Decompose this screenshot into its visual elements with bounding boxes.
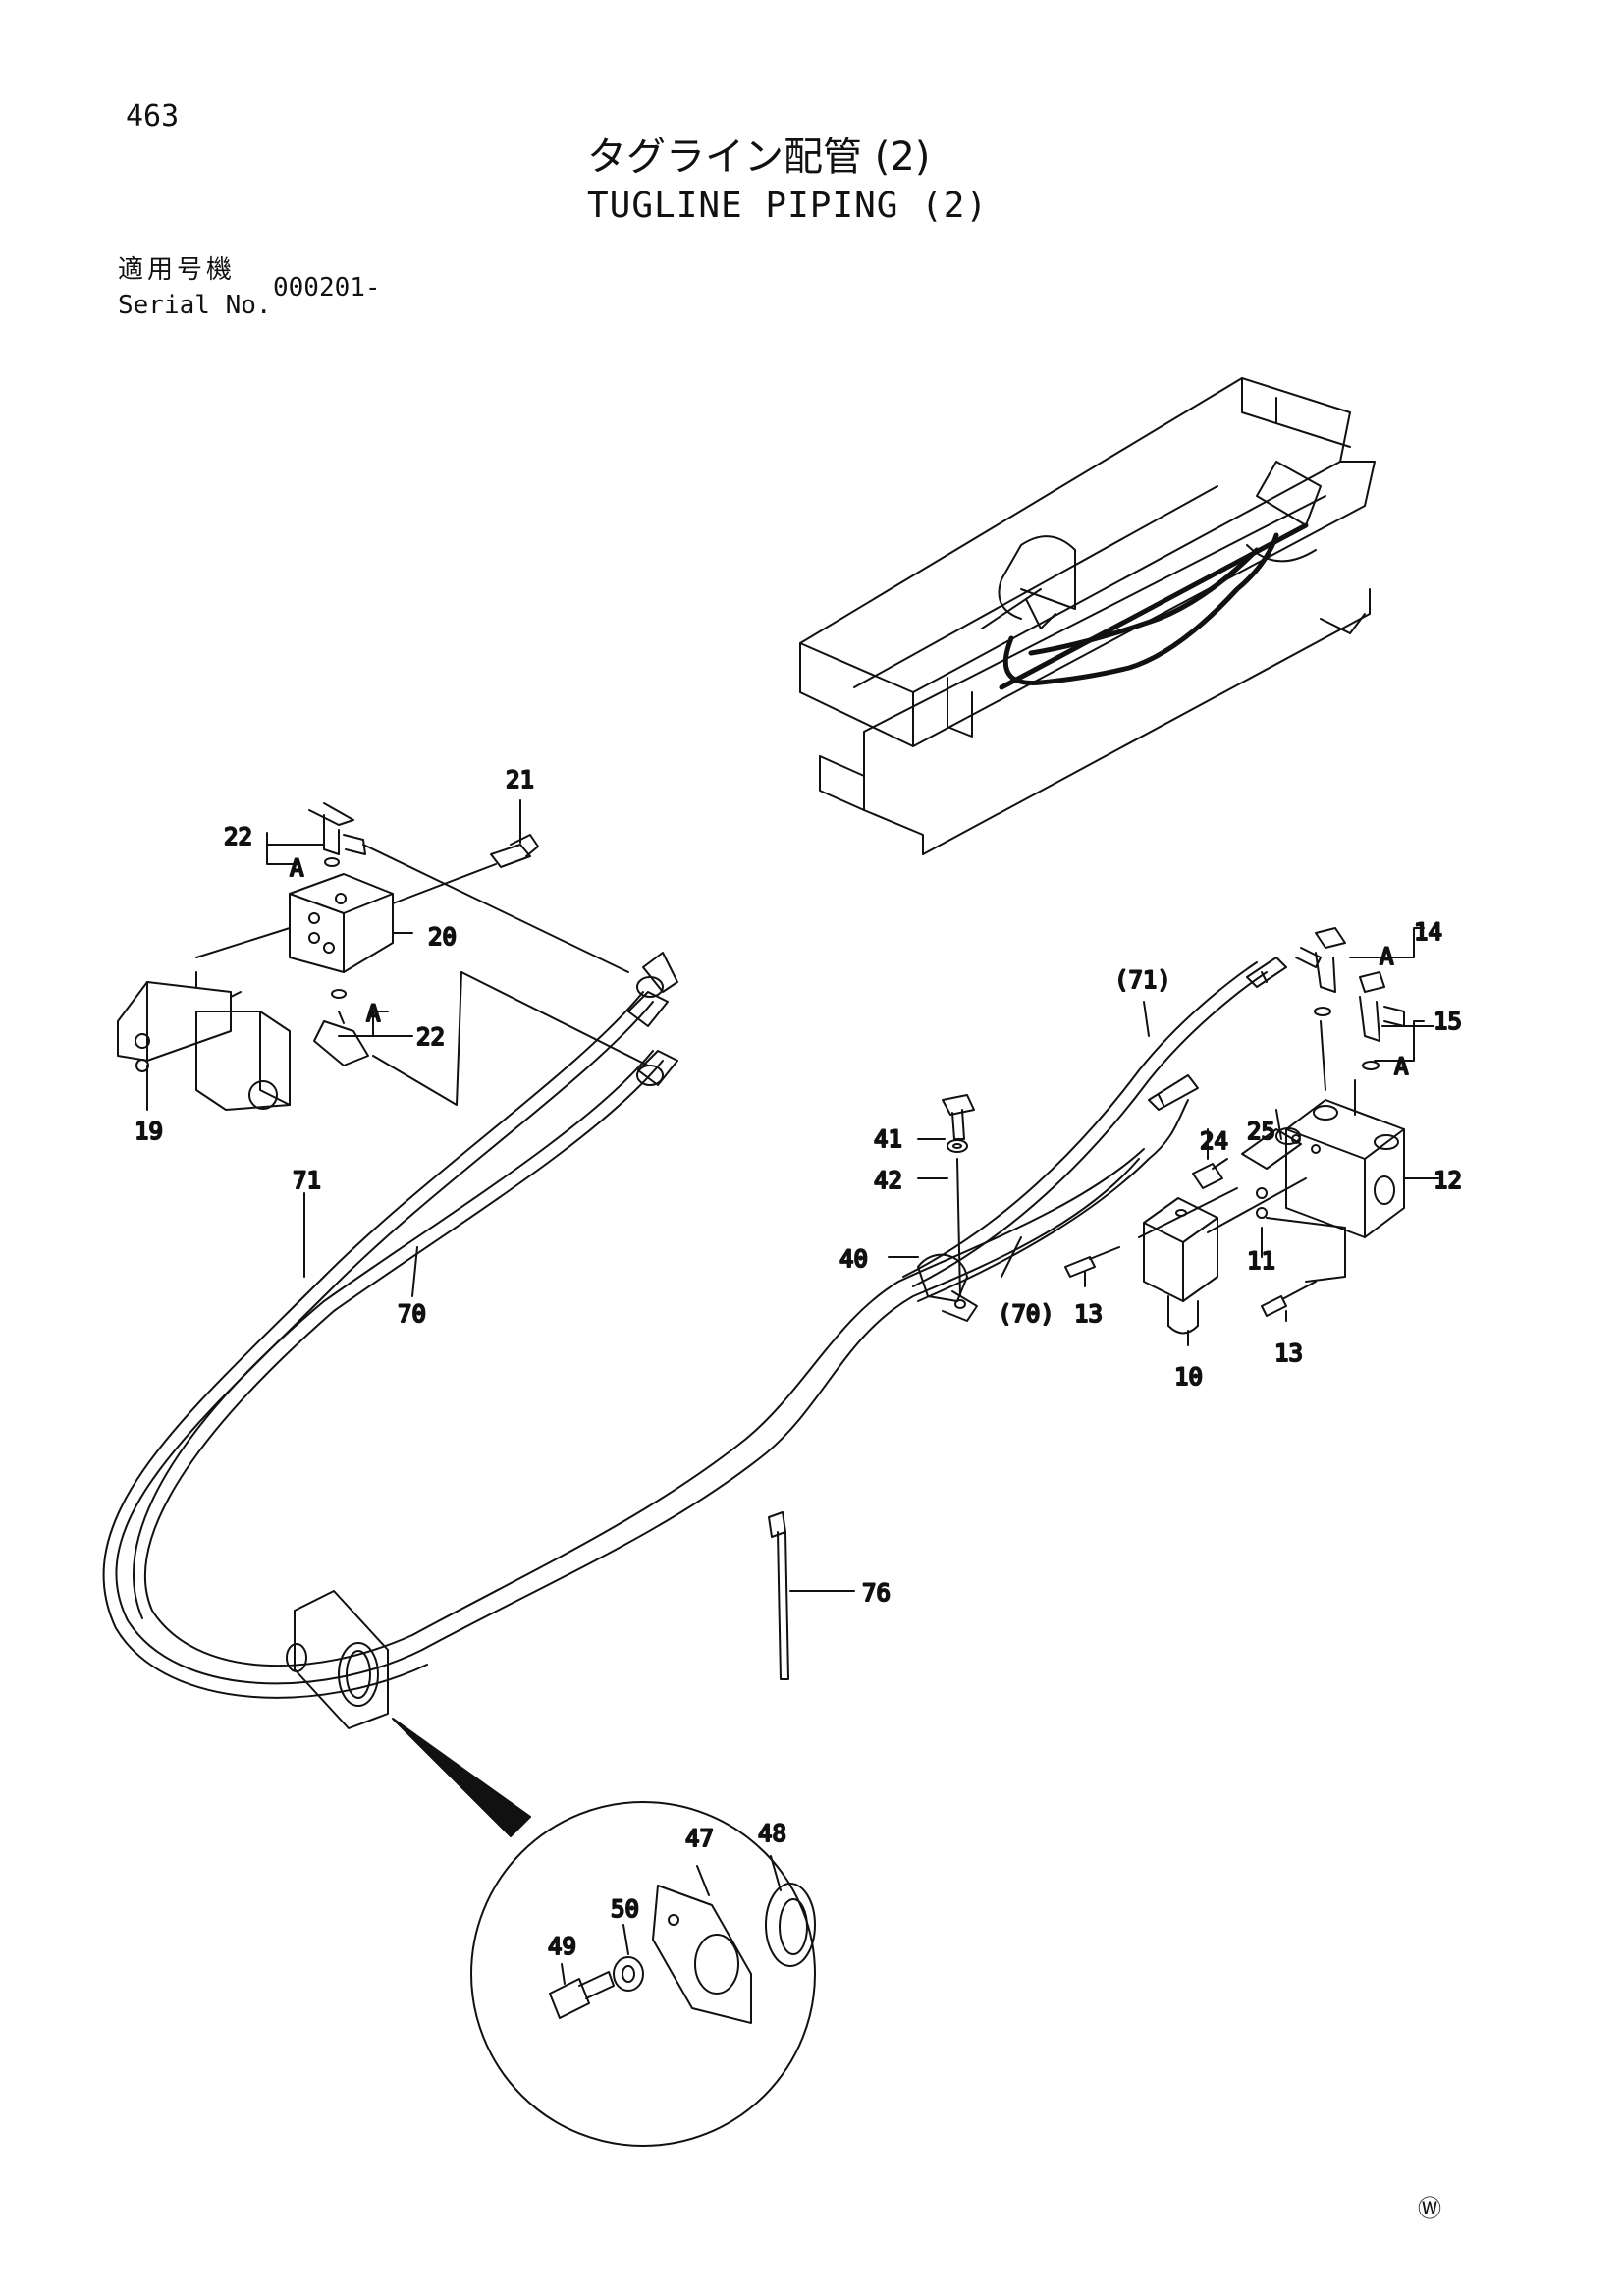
callout-50: 50 <box>611 1895 639 1923</box>
callout-13-left: 13 <box>1074 1300 1103 1328</box>
callout-49: 49 <box>548 1933 576 1960</box>
callout-a-2: A <box>366 1000 381 1027</box>
grommet-plate <box>286 1590 389 1729</box>
valve-block-12 <box>1285 1099 1405 1238</box>
callout-70: 70 <box>398 1300 426 1328</box>
callout-21: 21 <box>506 766 534 793</box>
block-leader-lines <box>195 844 649 1106</box>
callout-47: 47 <box>685 1825 714 1852</box>
callout-a-3: A <box>1380 943 1394 970</box>
callout-41: 41 <box>874 1125 902 1153</box>
callout-12: 12 <box>1434 1167 1462 1194</box>
callout-13-right: 13 <box>1274 1339 1303 1367</box>
machine-frame-overview <box>799 377 1376 855</box>
o-rings-11 <box>1256 1187 1268 1219</box>
callout-48: 48 <box>758 1820 786 1847</box>
serial-number-value: 000201- <box>273 273 381 302</box>
fitting-24 <box>1192 1158 1228 1189</box>
page-title-english: TUGLINE PIPING (2) <box>587 186 989 226</box>
callout-20: 20 <box>428 923 457 951</box>
page-title-japanese: タグライン配管 (2) <box>587 135 931 180</box>
callout-19: 19 <box>135 1118 163 1145</box>
tee-fitting-upper-22 <box>308 802 366 867</box>
detail-pointer-arrow <box>392 1718 531 1837</box>
grommet-detail-circle <box>470 1801 816 2147</box>
washer-42 <box>947 1139 968 1153</box>
hose-assembly-70-71 <box>102 961 1268 1699</box>
callout-40: 40 <box>839 1245 868 1273</box>
tee-fitting-lower-22 <box>313 989 369 1066</box>
fitting-25 <box>1241 1127 1302 1170</box>
callout-leaders <box>146 799 1439 1985</box>
bolts-13 <box>1064 1246 1317 1317</box>
valve-block-20 <box>289 873 394 973</box>
callout-22-lower: 22 <box>416 1023 445 1051</box>
page-number: 463 <box>126 99 180 134</box>
bolt-21 <box>490 834 539 868</box>
callout-labels: 21 22 A 20 A 22 19 71 70 (71) 14 A 15 A … <box>134 765 1463 1961</box>
callout-42: 42 <box>874 1167 902 1194</box>
callout-24: 24 <box>1200 1127 1228 1155</box>
tee-fitting-15 <box>1359 971 1405 1070</box>
callout-10: 10 <box>1174 1363 1203 1391</box>
callout-22-upper: 22 <box>224 823 252 850</box>
callout-a-1: A <box>290 854 304 882</box>
check-valve-10 <box>1143 1197 1218 1335</box>
callout-25: 25 <box>1247 1118 1275 1145</box>
callout-76: 76 <box>862 1579 891 1607</box>
bolt-41 <box>942 1094 975 1140</box>
w-mark-symbol: Ⓦ <box>1418 2195 1441 2222</box>
right-leader-lines <box>1138 1020 1356 1283</box>
hose-end-fittings <box>627 952 1287 1111</box>
callout-70-paren: (70) <box>998 1300 1055 1328</box>
tee-fitting-14 <box>1295 927 1346 1016</box>
serial-label-japanese: 適用号機 <box>118 255 237 285</box>
callout-11: 11 <box>1247 1247 1275 1275</box>
bolt-axis-line <box>956 1158 961 1297</box>
serial-label-english: Serial No. <box>118 291 272 320</box>
callout-15: 15 <box>1434 1008 1462 1035</box>
callout-71-paren: (71) <box>1114 966 1171 994</box>
callout-71: 71 <box>293 1167 321 1194</box>
solenoid-valve-19 <box>117 971 291 1111</box>
callout-a-4: A <box>1394 1053 1409 1080</box>
callout-14: 14 <box>1414 918 1442 946</box>
cable-tie-76 <box>768 1511 789 1680</box>
